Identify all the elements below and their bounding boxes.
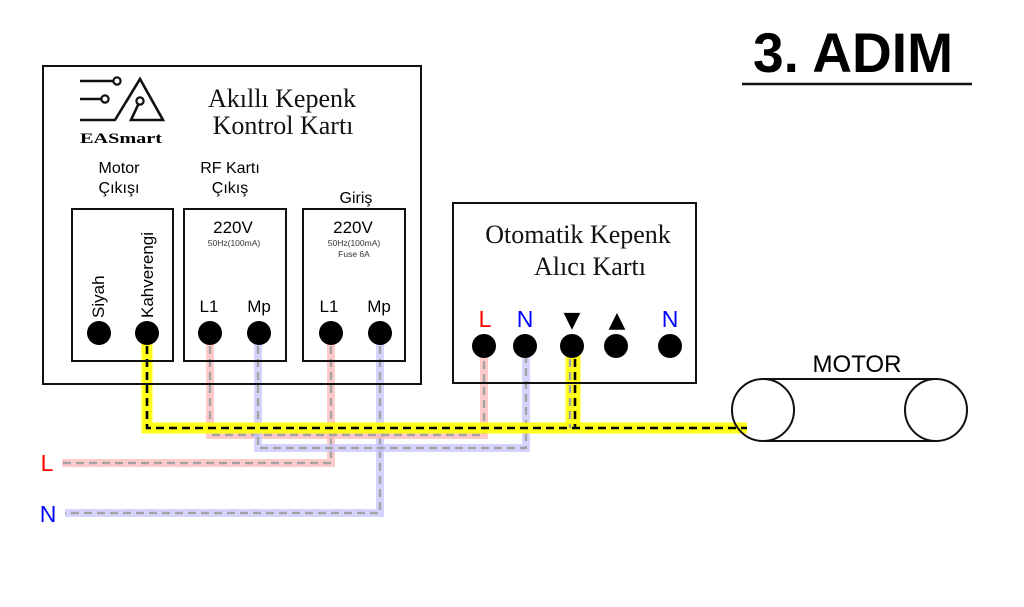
input-box bbox=[302, 208, 406, 362]
rf-output-spec: 50Hz(100mA) bbox=[208, 238, 261, 248]
receiver-card-border bbox=[452, 202, 697, 384]
terminal-rf-l1 bbox=[198, 321, 222, 345]
wire-mains-line-to-input-l1 bbox=[62, 333, 335, 467]
logo-node bbox=[135, 96, 145, 106]
logo-node bbox=[100, 94, 110, 104]
wire-rf-mp-to-receiver-n bbox=[254, 333, 530, 452]
motor-output-label-line2: Çıkışı bbox=[99, 180, 140, 197]
motor: MOTOR bbox=[731, 351, 968, 442]
receiver-terminal-label-l: L bbox=[479, 306, 492, 332]
control-card-border bbox=[42, 65, 422, 385]
wire-dash bbox=[62, 333, 333, 465]
control-card-title-line2: Kontrol Kartı bbox=[213, 111, 354, 140]
control-card-title-line1: Akıllı Kepenk bbox=[208, 84, 356, 113]
control-card: EASmart Akıllı Kepenk Kontrol Kartı Moto… bbox=[42, 65, 422, 385]
rf-output-section: RF Kartı Çıkış 220V 50Hz(100mA) L1 Mp bbox=[183, 160, 287, 362]
wire-dash bbox=[256, 333, 528, 450]
terminal-label-kahverengi: Kahverengi bbox=[138, 232, 157, 318]
terminal-label-input-l1: L1 bbox=[320, 297, 339, 316]
receiver-terminal-n bbox=[513, 334, 537, 358]
step-title: 3. ADIM bbox=[753, 21, 953, 84]
receiver-terminal-n2 bbox=[658, 334, 682, 358]
wire-dash bbox=[65, 333, 382, 515]
terminal-siyah bbox=[87, 321, 111, 345]
receiver-terminal-down bbox=[560, 334, 584, 358]
terminal-input-mp bbox=[368, 321, 392, 345]
wire-mains-neutral-to-input-mp bbox=[65, 333, 384, 517]
receiver-card: Otomatik Kepenk Alıcı Kartı L N ▼ ▲ N bbox=[452, 202, 697, 384]
input-section: Giriş 220V 50Hz(100mA) Fuse 6A L1 Mp bbox=[302, 190, 406, 362]
motor-left-end bbox=[731, 378, 795, 442]
logo-triangle bbox=[80, 76, 166, 122]
motor-icon bbox=[731, 378, 968, 442]
easmart-logo: EASmart bbox=[80, 76, 166, 147]
terminal-label-rf-mp: Mp bbox=[247, 297, 271, 316]
terminal-label-rf-l1: L1 bbox=[200, 297, 219, 316]
input-fuse: Fuse 6A bbox=[338, 249, 370, 259]
receiver-terminal-label-n2: N bbox=[662, 306, 679, 332]
down-arrow-icon: ▼ bbox=[564, 308, 581, 333]
terminal-rf-mp bbox=[247, 321, 271, 345]
up-arrow-icon: ▲ bbox=[609, 308, 626, 333]
logo-text: EASmart bbox=[80, 131, 162, 147]
input-voltage: 220V bbox=[333, 218, 373, 237]
rf-output-voltage: 220V bbox=[213, 218, 253, 237]
logo-node bbox=[112, 76, 122, 86]
terminal-input-l1 bbox=[319, 321, 343, 345]
wire-dash bbox=[208, 333, 486, 437]
wire-motor-brown-to-motor bbox=[141, 333, 747, 434]
input-label: Giriş bbox=[340, 190, 373, 207]
receiver-terminal-up bbox=[604, 334, 628, 358]
motor-output-label-line1: Motor bbox=[99, 160, 141, 177]
motor-label: MOTOR bbox=[813, 351, 902, 378]
rf-output-label-line2: Çıkış bbox=[212, 180, 248, 197]
rf-output-label-line1: RF Kartı bbox=[200, 160, 260, 177]
terminal-kahverengi bbox=[135, 321, 159, 345]
rf-output-box bbox=[183, 208, 287, 362]
mains-neutral-label: N bbox=[40, 501, 57, 527]
motor-output-box bbox=[71, 208, 174, 362]
receiver-terminal-l bbox=[472, 334, 496, 358]
mains-line-label: L bbox=[41, 450, 54, 476]
terminal-label-siyah: Siyah bbox=[89, 275, 108, 318]
terminal-label-input-mp: Mp bbox=[367, 297, 391, 316]
motor-right-end bbox=[904, 378, 968, 442]
receiver-terminal-label-n: N bbox=[517, 306, 534, 332]
input-spec: 50Hz(100mA) bbox=[328, 238, 381, 248]
receiver-card-title-line1: Otomatik Kepenk bbox=[485, 220, 671, 249]
circuit-triangle-icon bbox=[80, 76, 166, 122]
motor-output-section: Motor Çıkışı Siyah Kahverengi bbox=[71, 160, 174, 362]
receiver-card-title-line2: Alıcı Kartı bbox=[534, 252, 646, 281]
wire-dash bbox=[145, 333, 747, 430]
